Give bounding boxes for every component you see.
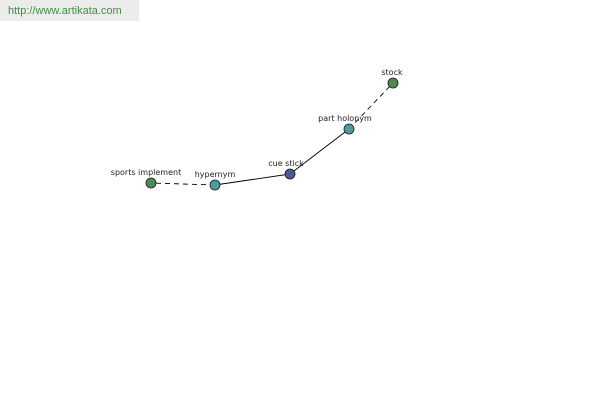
node-label-cue-stick: cue stick [268,159,304,168]
site-url-link[interactable]: http://www.artikata.com [8,5,122,17]
node-stock[interactable] [387,77,399,89]
node-label-sports-implement: sports implement [111,168,181,177]
edge-hypernym-to-sports-implement [150,182,216,186]
edge-part-holonym-to-stock [348,82,394,130]
nodes-layer: stock part holonym cue stick hypernym sports… [111,68,403,191]
node-part-holonym[interactable] [343,123,355,135]
node-hypernym[interactable] [209,179,221,191]
edges-layer [150,82,394,186]
node-label-hypernym: hypernym [195,170,236,179]
node-label-stock: stock [381,68,403,77]
node-label-part-holonym: part holonym [318,114,372,123]
node-sports-implement[interactable] [145,177,157,189]
edge-cue-stick-to-part-holonym [289,128,350,175]
edge-cue-stick-to-hypernym [214,173,291,186]
url-banner: http://www.artikata.com [0,0,139,21]
node-cue-stick[interactable] [284,168,296,180]
